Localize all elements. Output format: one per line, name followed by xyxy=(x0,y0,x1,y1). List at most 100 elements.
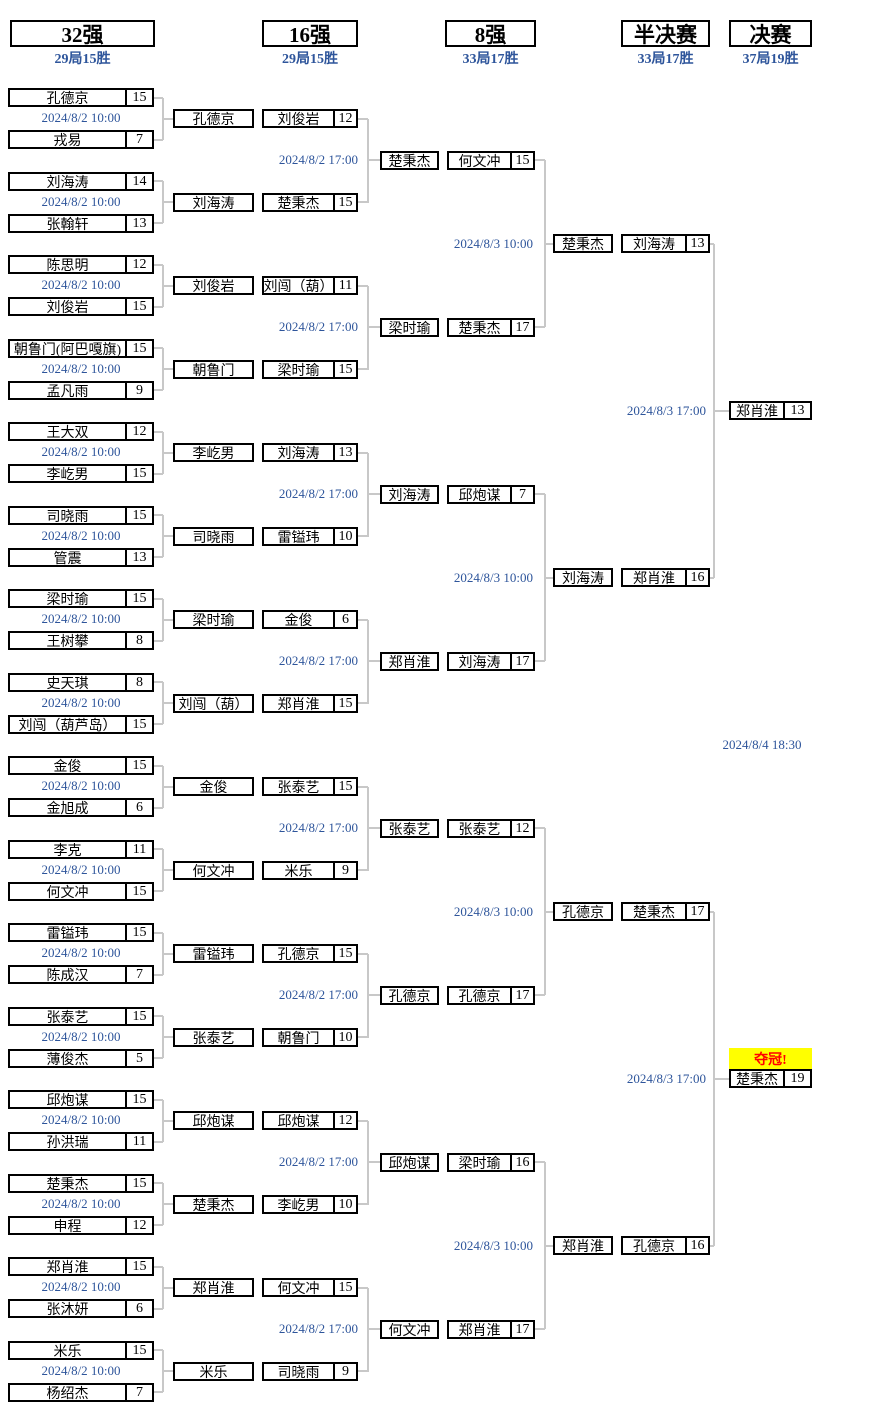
player-name: 刘海涛 xyxy=(633,237,675,252)
bracket-connector xyxy=(163,1203,173,1205)
advancer-name: 刘俊岩 xyxy=(192,279,235,294)
bracket-connector xyxy=(714,410,729,412)
round-header: 半决赛 xyxy=(621,20,710,47)
bracket-connector xyxy=(163,786,173,788)
player-name: 司晓雨 xyxy=(277,1365,320,1380)
player-name: 金俊 xyxy=(284,613,313,628)
bracket-connector xyxy=(367,286,369,370)
player-score: 15 xyxy=(125,508,152,523)
player-name: 张泰艺 xyxy=(277,780,320,795)
player-score: 15 xyxy=(333,195,356,210)
round-format: 33局17胜 xyxy=(637,51,694,67)
advancer-name: 孔德京 xyxy=(388,989,431,1004)
player-name: 李屹男 xyxy=(277,1198,320,1213)
player-name: 梁时瑜 xyxy=(277,363,320,378)
player-name: 张泰艺 xyxy=(46,1010,89,1025)
player-score: 9 xyxy=(125,383,152,398)
bracket-connector xyxy=(154,932,163,934)
bracket-connector xyxy=(154,765,163,767)
bracket-connector xyxy=(154,222,163,224)
player-name: 张沐妍 xyxy=(46,1302,89,1317)
advancer-box: 郑肖淮 xyxy=(553,1236,613,1255)
player-score: 17 xyxy=(685,904,708,919)
advancer-box: 郑肖淮 xyxy=(173,1278,254,1297)
advancer-box: 雷镒玮 xyxy=(173,944,254,963)
player-score: 5 xyxy=(125,1051,152,1066)
player-name: 孔德京 xyxy=(633,1239,675,1254)
player-score: 10 xyxy=(333,529,356,544)
bracket-connector xyxy=(154,1391,163,1393)
round-format: 37局19胜 xyxy=(742,51,799,67)
bracket-connector xyxy=(710,1245,714,1247)
bracket-connector xyxy=(154,1308,163,1310)
player-name: 刘闯（葫） xyxy=(264,279,333,294)
bracket-connector xyxy=(545,243,553,245)
bracket-connector xyxy=(154,890,163,892)
player-score: 17 xyxy=(510,1322,533,1337)
player-name: 郑肖淮 xyxy=(458,1323,501,1338)
match-datetime: 2024/8/2 17:00 xyxy=(278,1321,358,1336)
advancer-box: 梁时瑜 xyxy=(173,610,254,629)
advancer-name: 刘海涛 xyxy=(388,488,431,503)
bracket-connector xyxy=(368,660,380,662)
advancer-box: 张泰艺 xyxy=(380,819,439,838)
advancer-box: 邱炮谋 xyxy=(173,1111,254,1130)
player-name: 邱炮谋 xyxy=(277,1114,320,1129)
advancer-box: 刘海涛 xyxy=(173,193,254,212)
advancer-name: 郑肖淮 xyxy=(192,1281,235,1296)
player-name: 米乐 xyxy=(53,1344,82,1359)
bracket-connector xyxy=(154,431,163,433)
player-score: 12 xyxy=(125,424,152,439)
bracket-connector xyxy=(154,1349,163,1351)
player-score: 16 xyxy=(685,1238,708,1253)
advancer-box: 何文冲 xyxy=(173,861,254,880)
advancer-name: 郑肖淮 xyxy=(388,655,431,670)
advancer-box: 孔德京 xyxy=(380,986,439,1005)
advancer-name: 司晓雨 xyxy=(192,530,235,545)
player-name: 楚秉杰 xyxy=(46,1177,89,1192)
match-datetime: 2024/8/2 10:00 xyxy=(41,945,121,960)
bracket-connector xyxy=(154,389,163,391)
bracket-connector xyxy=(154,974,163,976)
player-score: 17 xyxy=(510,988,533,1003)
bracket-connector xyxy=(163,1287,173,1289)
advancer-box: 张泰艺 xyxy=(173,1028,254,1047)
player-score: 15 xyxy=(125,1343,152,1358)
player-score: 13 xyxy=(125,550,152,565)
bracket-connector xyxy=(358,953,368,955)
advancer-box: 何文冲 xyxy=(380,1320,439,1339)
advancer-name: 朝鲁门 xyxy=(192,363,235,378)
advancer-box: 刘海涛 xyxy=(553,568,613,587)
match-datetime: 2024/8/2 10:00 xyxy=(41,194,121,209)
round-header: 8强 xyxy=(445,20,536,47)
bracket-connector xyxy=(710,577,714,579)
player-score: 16 xyxy=(685,570,708,585)
match-datetime: 2024/8/2 10:00 xyxy=(41,277,121,292)
player-name: 何文冲 xyxy=(277,1281,320,1296)
player-name: 刘海涛 xyxy=(46,175,89,190)
player-box: 朝鲁门(阿巴嘎旗)15 xyxy=(8,339,154,358)
player-name: 郑肖淮 xyxy=(46,1260,89,1275)
champion-badge: 夺冠! xyxy=(729,1048,812,1069)
bracket-connector xyxy=(535,660,545,662)
player-score: 15 xyxy=(125,90,152,105)
bracket-connector xyxy=(163,619,173,621)
advancer-box: 楚秉杰 xyxy=(380,151,439,170)
bracket-connector xyxy=(367,954,369,1038)
bracket-connector xyxy=(154,1141,163,1143)
player-name: 雷镒玮 xyxy=(46,926,89,941)
player-name: 陈思明 xyxy=(46,258,89,273)
